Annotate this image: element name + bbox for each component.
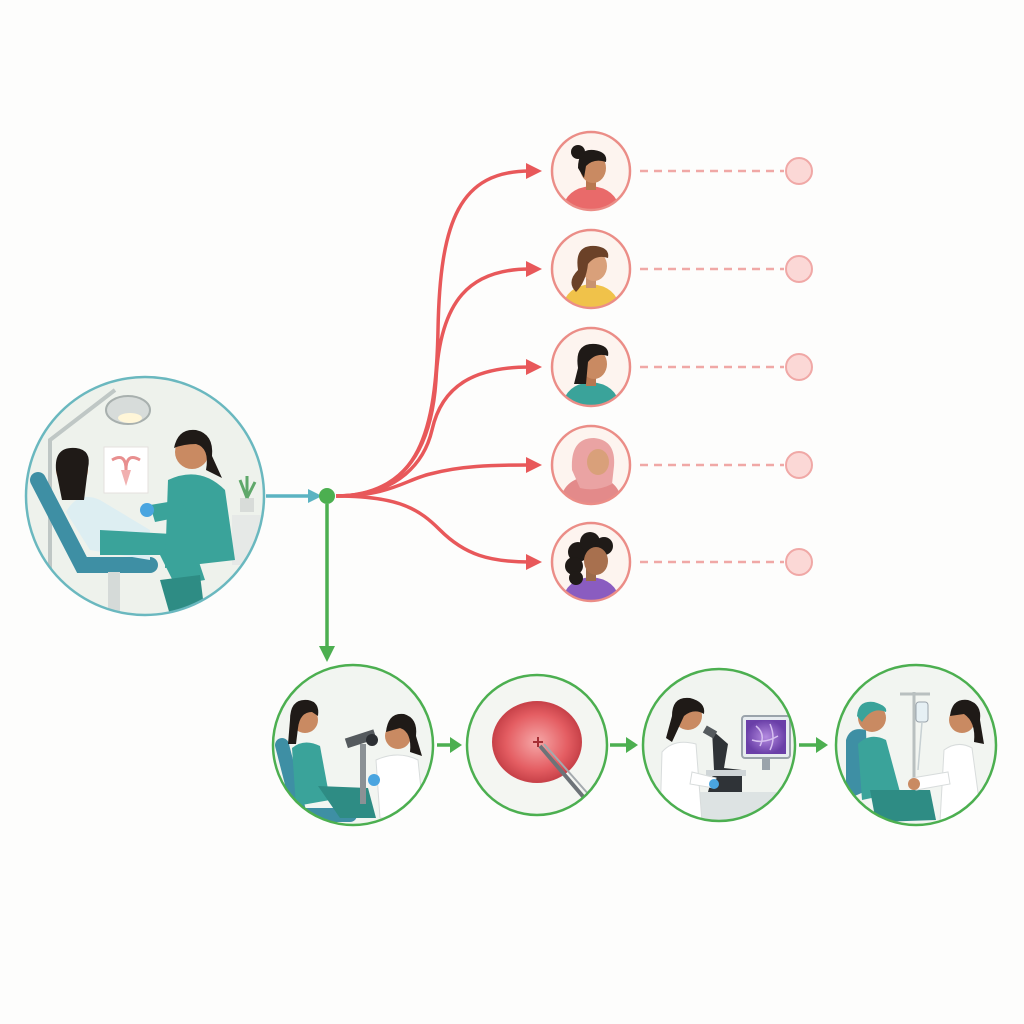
pelvic-exam-scene-icon [24,375,266,617]
branch-arrowhead-5 [526,554,542,570]
woman-black-hair-teal-top-icon [550,326,632,408]
woman-pink-hijab-icon [550,424,632,506]
screening-arrowhead [308,489,322,503]
woman-bun-coral-top-icon [550,130,632,212]
branch-arrowhead-4 [526,457,542,473]
step-arrowhead-3 [816,737,828,753]
connectors [266,157,828,753]
junction-down-arrowhead [319,646,335,662]
branch-arrowhead-2 [526,261,542,277]
branch-line-5 [335,494,531,564]
followup-end-dot-1 [785,157,813,185]
followup-end-dot-5 [785,548,813,576]
woman-curly-hair-purple-top-icon [550,521,632,603]
followup-end-dot-3 [785,353,813,381]
followup-end-dot-2 [785,255,813,283]
branch-line-1 [335,169,531,498]
microscope-lab-analysis-icon [641,667,797,823]
cervix-biopsy-icon [465,673,609,817]
step-arrowhead-2 [626,737,638,753]
branch-line-2 [335,267,531,498]
branch-line-4 [335,463,531,498]
branch-arrowhead-1 [526,163,542,179]
woman-wavy-brown-hair-yellow-top-icon [550,228,632,310]
infusion-treatment-icon [834,663,998,827]
branch-arrowhead-3 [526,359,542,375]
branch-line-3 [335,365,531,498]
junction-dot [319,488,335,504]
step-arrowhead-1 [450,737,462,753]
followup-end-dot-4 [785,451,813,479]
colposcopy-exam-icon [271,663,435,827]
